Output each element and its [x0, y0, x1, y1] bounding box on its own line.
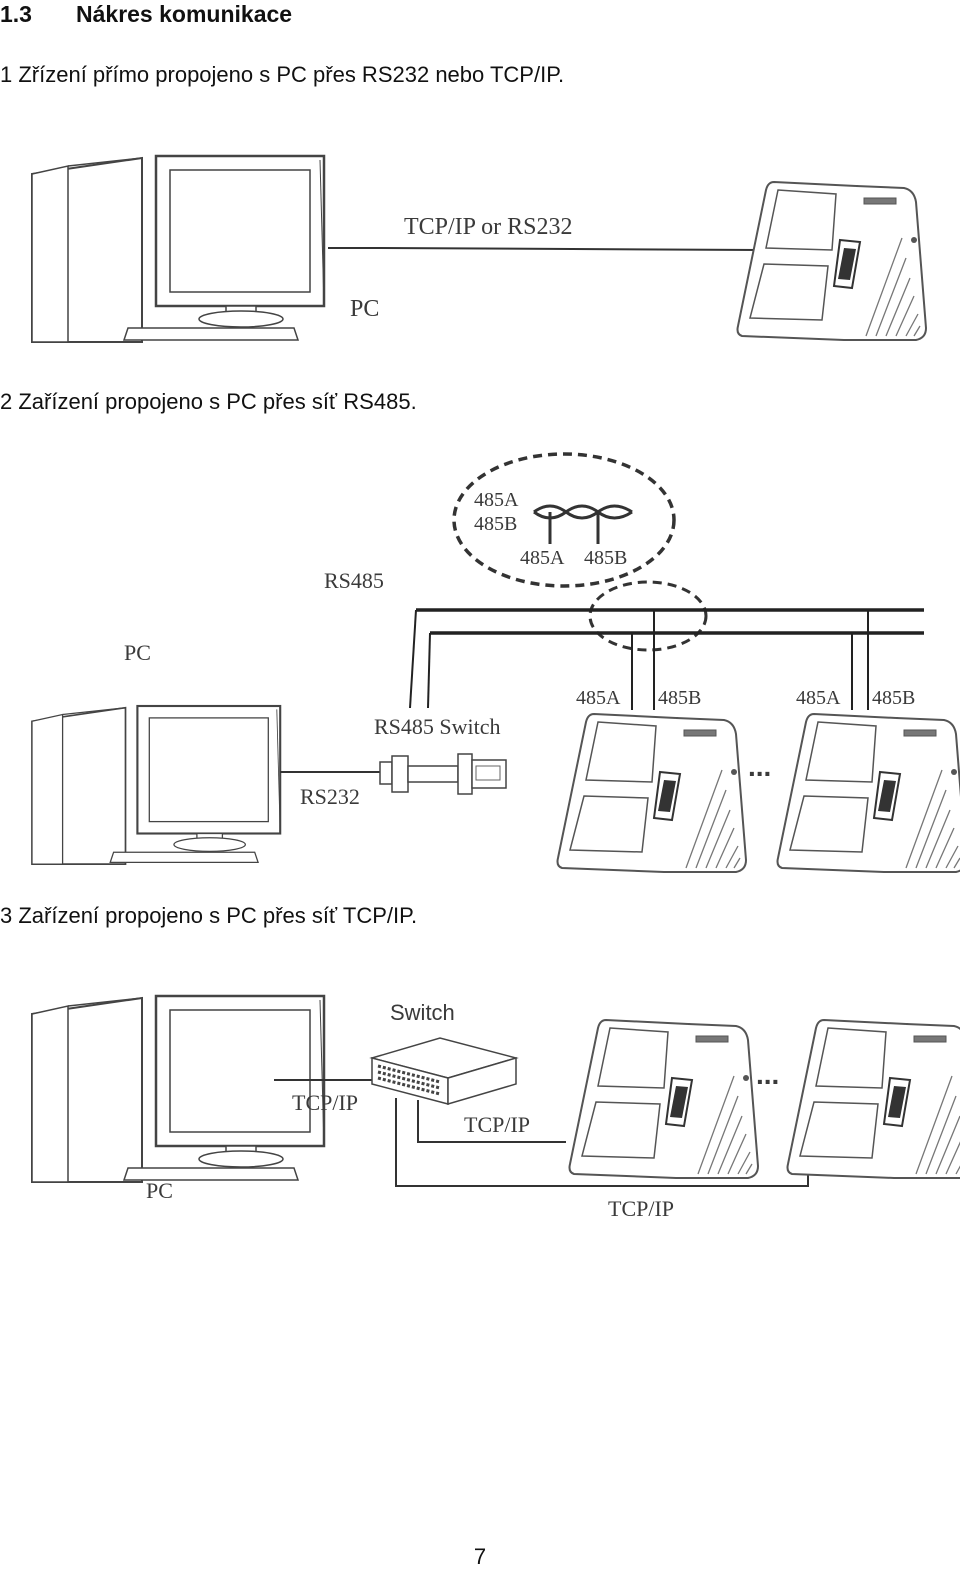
device2-485b-label: 485B [872, 687, 915, 709]
section-number: 1.3 [0, 1, 32, 27]
switch-label: Switch [390, 1000, 455, 1025]
rs232-label: RS232 [300, 784, 360, 809]
device2-485a-label: 485A [796, 687, 841, 709]
section3-caption: 3 Zařízení propojeno s PC přes síť TCP/I… [0, 903, 418, 928]
tcpip-device2-label: TCP/IP [608, 1196, 674, 1221]
terminal-device-icon [736, 181, 927, 341]
rs485-switch-label: RS485 Switch [374, 714, 501, 739]
detail-485a-left: 485A [474, 489, 519, 511]
rs485-bus-label: RS485 [324, 568, 384, 593]
pc-label: PC [124, 640, 151, 665]
section-title: Nákres komunikace [76, 1, 293, 27]
device1-485a-label: 485A [576, 687, 621, 709]
pc-label: PC [350, 296, 379, 322]
connection-line-main [379, 247, 761, 251]
pc-computer-icon [30, 704, 282, 866]
section1-caption: 1 Zřízení přímo propojeno s PC přes RS23… [0, 62, 565, 87]
direct-connection-diagram: TCP/IP or RS232 PC [30, 154, 927, 344]
rs485-converter-icon [379, 753, 507, 795]
terminal-device-1-icon [568, 1019, 759, 1179]
bus-zoom-marker [588, 580, 708, 652]
pc-label: PC [146, 1178, 173, 1203]
tcpip-network-diagram: PC TCP/IP Switch TCP/IP TCP/IP ... [30, 994, 960, 1221]
pc-computer-icon [30, 994, 326, 1184]
network-switch-icon [369, 1037, 519, 1106]
tcpip-pc-label: TCP/IP [292, 1090, 358, 1115]
detail-485b-left: 485B [474, 513, 517, 535]
twisted-wire-icon [533, 504, 633, 520]
more-devices-ellipsis: ... [756, 1059, 779, 1090]
twisted-pair-detail [452, 452, 676, 588]
page-number: 7 [473, 1544, 487, 1569]
rs485-network-diagram: 485A 485B 485A 485B RS485 485A 485B 485A… [30, 452, 960, 873]
section2-caption: 2 Zařízení propojeno s PC přes síť RS485… [0, 389, 417, 414]
detail-485a-bottom: 485A [520, 547, 565, 569]
terminal-device-2-icon [776, 713, 960, 873]
pc-computer-icon [30, 154, 326, 344]
tcpip-device1-label: TCP/IP [464, 1112, 530, 1137]
detail-485b-bottom: 485B [584, 547, 627, 569]
terminal-device-2-icon [786, 1019, 960, 1179]
section-heading: 1.3 Nákres komunikace [0, 0, 292, 28]
device1-485b-label: 485B [658, 687, 701, 709]
more-devices-ellipsis: ... [748, 751, 771, 782]
terminal-device-1-icon [556, 713, 747, 873]
link-label: TCP/IP or RS232 [404, 214, 572, 240]
